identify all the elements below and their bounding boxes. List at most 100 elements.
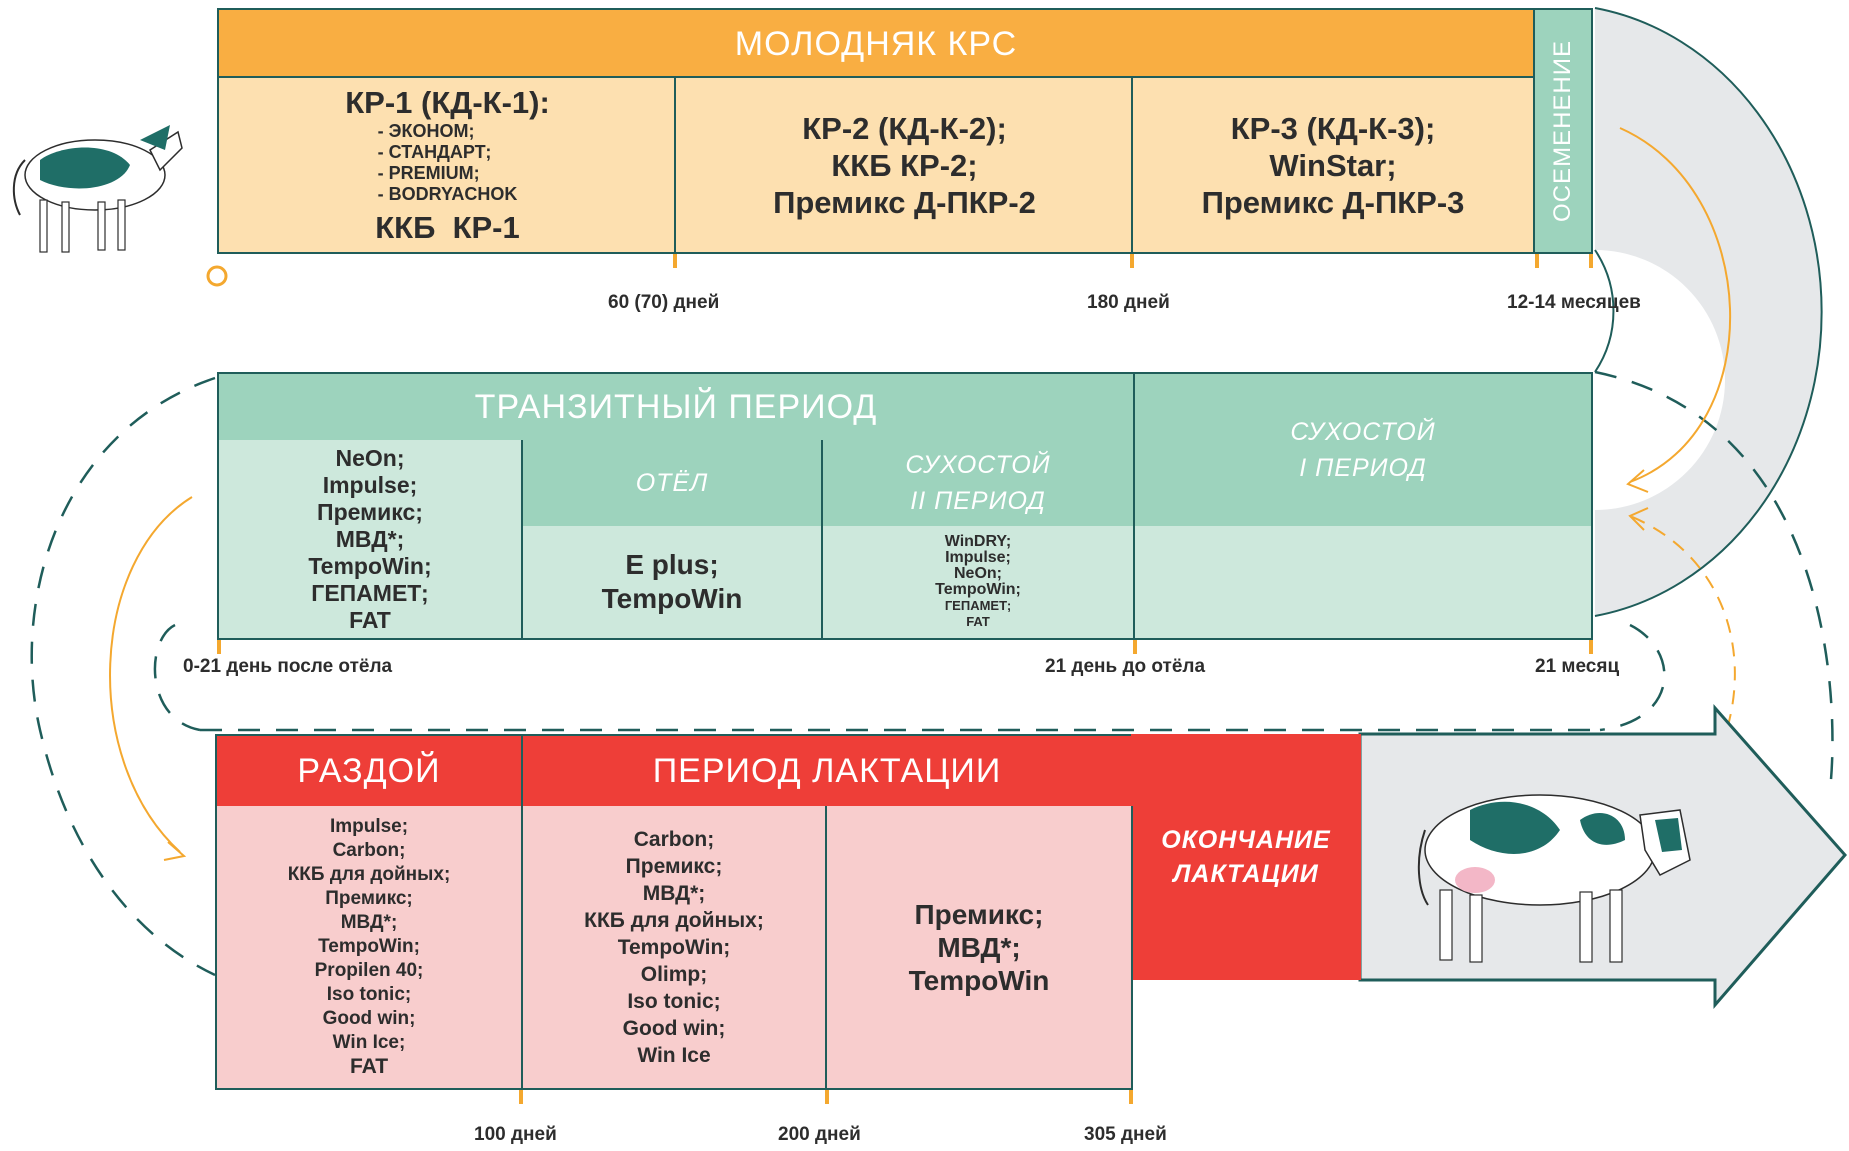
transit-col-2: E plus; TempoWin [521, 526, 823, 640]
calving-header: ОТЁЛ [521, 440, 823, 528]
lactation-header: ПЕРИОД ЛАКТАЦИИ [521, 734, 1133, 808]
end-lactation-text: ОКОНЧАНИЕ ЛАКТАЦИИ [1161, 826, 1331, 888]
list-item: Премикс; [625, 854, 723, 878]
list-item: ГЕПАМЕТ; [944, 598, 1012, 613]
calf-icon [12, 125, 183, 253]
list-item: Impulse; [322, 471, 418, 498]
dry-period-2-text: СУХОСТОЙ II ПЕРИОД [905, 451, 1051, 515]
dry-period-1: СУХОСТОЙ I ПЕРИОД [1133, 372, 1593, 528]
tick-mark [1589, 640, 1593, 654]
list-item: Iso tonic; [627, 989, 721, 1013]
end-lactation: ОКОНЧАНИЕ ЛАКТАЦИИ [1131, 734, 1361, 980]
tick-label-200: 200 дней [778, 1124, 861, 1145]
list-item: NeOn; [335, 444, 405, 471]
list-item: FAT [966, 614, 990, 629]
tick-label-0-21: 0-21 день после отёла [183, 656, 393, 677]
tick-label-12-14: 12-14 месяцев [1507, 292, 1641, 313]
young-cell-3: КР-3 (КД-К-3); WinStar; Премикс Д-ПКР-3 [1133, 78, 1533, 252]
list-item: Премикс Д-ПКР-3 [1201, 184, 1465, 220]
list-item: Iso tonic; [326, 984, 412, 1005]
tick-label-21-month: 21 месяц [1535, 656, 1620, 677]
list-item: TempoWin; [935, 581, 1021, 598]
list-item: МВД*; [642, 881, 706, 905]
tick-mark [1133, 640, 1137, 654]
list-item: Премикс; [317, 498, 423, 525]
calving-text: ОТЁЛ [635, 469, 709, 497]
list-item: Carbon; [633, 827, 715, 851]
list-item: ГЕПАМЕТ; [311, 579, 429, 606]
lactation-col-3: Премикс; МВД*; TempoWin [825, 806, 1133, 1090]
list-item: FAT [349, 606, 391, 633]
tick-mark [1130, 254, 1134, 268]
lactation-header-text: ПЕРИОД ЛАКТАЦИИ [652, 751, 1002, 790]
list-item: КР-3 (КД-К-3); [1230, 110, 1436, 146]
razdoy-header: РАЗДОЙ [215, 734, 523, 808]
young-cell-1-title: КР-1 (КД-К-1): [345, 85, 550, 120]
young-cell-1: КР-1 (КД-К-1): - ЭКОНОМ; - СТАНДАРТ; - P… [219, 78, 676, 252]
young-header: МОЛОДНЯК КРС [217, 8, 1535, 78]
tick-label-305: 305 дней [1084, 1124, 1167, 1145]
list-item: Премикс Д-ПКР-2 [773, 184, 1036, 220]
list-item: Премикс; [325, 888, 413, 909]
list-item: ККБ для дойных; [584, 908, 764, 932]
divider [674, 78, 676, 252]
tick-label-100: 100 дней [474, 1124, 557, 1145]
list-item: TempoWin; [318, 936, 420, 957]
list-item: Премикс; [914, 898, 1044, 930]
cow-icon [1417, 794, 1691, 963]
tick-mark [519, 1090, 523, 1104]
razdoy-text: РАЗДОЙ [297, 751, 441, 790]
list-item: WinStar; [1269, 147, 1397, 183]
transit-col-1: NeOn; Impulse; Премикс; МВД*; TempoWin; … [217, 440, 523, 640]
list-item: ККБ КР-2; [831, 147, 978, 183]
list-item: NeOn; [954, 565, 1002, 582]
list-item: Good win; [322, 1008, 416, 1029]
tick-mark [673, 254, 677, 268]
list-item: КР-2 (КД-К-2); [802, 110, 1007, 146]
list-item: ККБ для дойных; [287, 864, 451, 885]
dry-period-1-text: СУХОСТОЙ I ПЕРИОД [1290, 418, 1436, 482]
list-item: МВД*; [335, 525, 405, 552]
list-item: TempoWin [908, 964, 1050, 996]
list-item: TempoWin [601, 583, 743, 614]
tick-label-60: 60 (70) дней [608, 292, 720, 313]
tick-mark [825, 1090, 829, 1104]
tick-mark [1589, 254, 1593, 268]
list-item: - СТАНДАРТ; [377, 142, 492, 162]
list-item: - PREMIUM; [377, 163, 480, 183]
list-item: Impulse; [945, 549, 1011, 566]
young-header-text: МОЛОДНЯК КРС [734, 24, 1018, 63]
transit-header: ТРАНЗИТНЫЙ ПЕРИОД [217, 372, 1135, 442]
list-item: WinDRY; [944, 533, 1012, 550]
tick-mark [1129, 1090, 1133, 1104]
young-cell-1-footer: ККБ КР-1 [375, 210, 520, 245]
dry-period-1-body [1133, 526, 1593, 640]
list-item: Olimp; [640, 962, 708, 986]
tick-mark [1535, 254, 1539, 268]
young-row [217, 76, 1535, 254]
list-item: Good win; [622, 1016, 726, 1040]
list-item: - ЭКОНОМ; [377, 121, 475, 141]
list-item: Win Ice; [332, 1032, 406, 1053]
list-item: - BODRYACHOK [377, 184, 518, 204]
list-item: Win Ice [637, 1043, 711, 1067]
tick-label-180: 180 дней [1087, 292, 1170, 313]
young-cell-2: КР-2 (КД-К-2); ККБ КР-2; Премикс Д-ПКР-2 [676, 78, 1133, 252]
young-cell-1-list: - ЭКОНОМ; - СТАНДАРТ; - PREMIUM; - BODRY… [378, 121, 518, 205]
insemination-cell: ОСЕМЕНЕНИЕ [1535, 8, 1593, 254]
list-item: TempoWin; [308, 552, 432, 579]
list-item: Impulse; [329, 816, 409, 837]
list-item: E plus; [625, 549, 719, 580]
transit-header-text: ТРАНЗИТНЫЙ ПЕРИОД [474, 387, 878, 426]
list-item: TempoWin; [617, 935, 731, 959]
list-item: МВД*; [937, 931, 1021, 963]
list-item: МВД*; [340, 912, 398, 933]
list-item: Propilen 40; [314, 960, 424, 981]
list-item: FAT [349, 1055, 389, 1078]
dry-period-2: СУХОСТОЙ II ПЕРИОД [821, 440, 1135, 528]
tick-mark [217, 640, 221, 654]
tick-label-21-before: 21 день до отёла [1045, 656, 1206, 677]
divider [1131, 78, 1133, 252]
insemination-text: ОСЕМЕНЕНИЕ [1549, 40, 1576, 222]
